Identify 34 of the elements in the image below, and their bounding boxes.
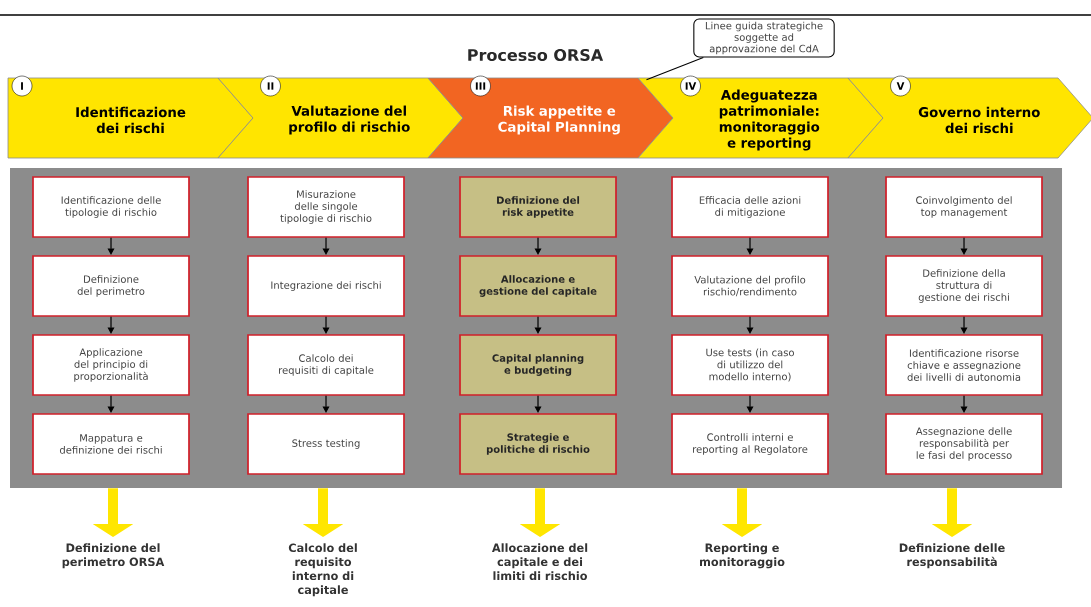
outcome-text: Reporting e monitoraggio [700,543,785,569]
phase-banner: Identificazione dei rischi I [7,75,254,159]
step-box: Strategie e politiche di rischio [459,413,617,475]
step-box: Use tests (in caso di utilizzo del modello interno) [671,334,829,396]
step-box: Definizione del perimetro [32,255,190,317]
step-box: Capital planning e budgeting [459,334,617,396]
step-box: Definizione del risk appetite [459,176,617,238]
step-box: Controlli interni e reporting al Regolatore [671,413,829,475]
title: Processo ORSA [468,48,604,62]
step-box: Coinvolgimento del top management [885,176,1043,238]
step-box: Definizione della struttura di gestione dei rischi [885,255,1043,317]
outcome-text: Calcolo del requisito interno di capitale [288,543,357,597]
step-box: Stress testing [247,413,405,475]
callout: Linee guida strategiche soggette ad approvazione del CdA [693,18,835,58]
step-box: Mappatura e definizione dei rischi [32,413,190,475]
step-box: Efficacia delle azioni di mitigazione [671,176,829,238]
phase-banner: Governo interno dei rischi V [847,75,1091,159]
node-label: V [896,82,905,90]
phase-banner: Valutazione del profilo di rischio II [217,75,464,159]
outcome-text: Allocazione del capitale e dei limiti di rischio [492,543,588,581]
phase-banner: Adeguatezza patrimoniale: monitoraggio e reporting IV [637,75,884,159]
step-box: Applicazione del principio di proporzionalità [32,334,190,396]
step-box: Misurazione delle singole tipologie di rischio [247,176,405,238]
step-box: Identificazione risorse chiave e assegnazione dei livelli di autonomia [885,334,1043,396]
step-box: Valutazione del profilo rischio/rendimento [671,255,829,317]
outcome-text: Definizione del perimetro ORSA [62,543,165,569]
node-label: Governo interno dei rischi [918,106,1040,134]
step-box: Identificazione delle tipologie di rischio [32,176,190,238]
step-box: Allocazione e gestione del capitale [459,255,617,317]
step-box: Integrazione dei rischi [247,255,405,317]
step-box: Calcolo dei requisiti di capitale [247,334,405,396]
phase-banner: Risk appetite e Capital Planning III [427,75,674,159]
outcome-text: Definizione delle responsabilità [899,543,1005,569]
step-box: Assegnazione delle responsabilità per le fasi del processo [885,413,1043,475]
